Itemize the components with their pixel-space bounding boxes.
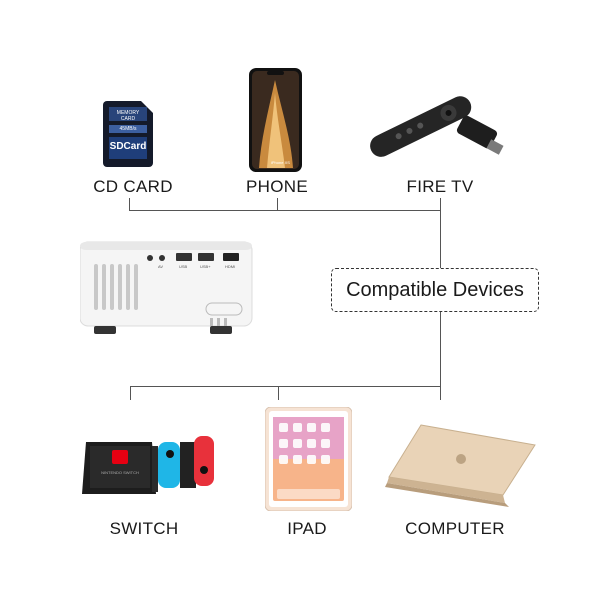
device-label-fire-tv: FIRE TV bbox=[406, 177, 474, 196]
sd-card-line1: MEMORY CARD bbox=[116, 110, 140, 122]
connector-top-left-drop bbox=[129, 198, 130, 211]
port-label-usb-plus: USB+ bbox=[200, 264, 211, 269]
phone-screen-text: iPhone XS bbox=[271, 160, 290, 165]
compatible-devices-label: Compatible Devices bbox=[331, 268, 539, 312]
switch-screen-text: NINTENDO SWITCH bbox=[101, 470, 139, 475]
connector-top-horizontal bbox=[129, 210, 440, 211]
port-label-usb: USB bbox=[179, 264, 188, 269]
device-label-computer: COMPUTER bbox=[405, 519, 505, 538]
port-label-av: AV bbox=[158, 264, 164, 269]
fire-tv-stick-icon bbox=[362, 82, 504, 168]
connector-top-right-drop bbox=[440, 198, 441, 268]
device-label-switch: SWITCH bbox=[109, 519, 179, 538]
connector-bottom-mid-drop bbox=[278, 386, 279, 400]
sd-card-icon: MEMORY CARD 45MB/s SDCard bbox=[103, 101, 153, 167]
laptop-icon bbox=[385, 423, 543, 509]
ipad-icon bbox=[264, 406, 353, 512]
phone-icon: iPhone XS bbox=[249, 68, 302, 172]
connector-bottom-right-drop bbox=[440, 386, 441, 400]
connector-bottom-left-drop bbox=[130, 386, 131, 400]
sd-card-brand: SDCard bbox=[109, 141, 147, 152]
connector-bottom-horizontal bbox=[130, 386, 441, 387]
device-label-ipad: IPAD bbox=[287, 519, 327, 538]
device-label-phone: PHONE bbox=[246, 177, 308, 196]
port-label-hdmi: HDMI bbox=[225, 264, 236, 269]
nintendo-switch-icon: NINTENDO SWITCH bbox=[82, 436, 218, 498]
projector-icon: AV USB USB+ HDMI bbox=[79, 240, 255, 335]
device-label-cd-card: CD CARD bbox=[93, 177, 173, 196]
sd-card-capacity: 45MB/s bbox=[119, 126, 137, 132]
connector-top-mid-drop bbox=[277, 198, 278, 211]
connector-center-down bbox=[440, 310, 441, 386]
